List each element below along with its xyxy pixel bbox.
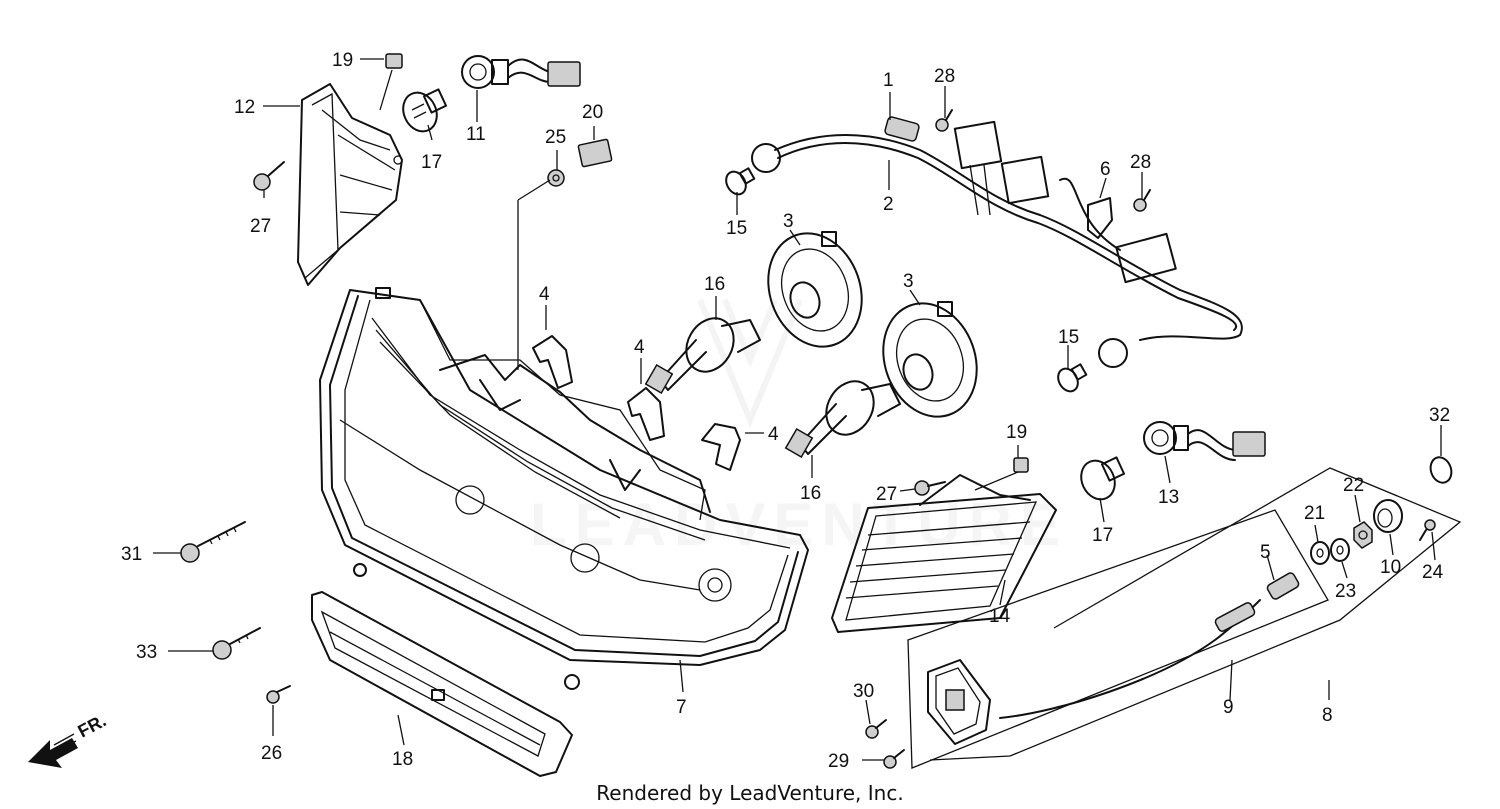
callout-33: 33 [136, 642, 157, 663]
clip-fastener [974, 457, 1029, 491]
callout-12: 12 [234, 97, 255, 118]
callout-10: 10 [1380, 557, 1401, 578]
washer [1310, 541, 1330, 565]
o-ring [1429, 456, 1453, 484]
callout-24: 24 [1422, 562, 1444, 583]
callout-27: 27 [250, 216, 271, 237]
callout-32: 32 [1429, 405, 1450, 426]
callout-25: 25 [545, 127, 566, 148]
front-direction-label: FR. [74, 710, 109, 741]
callout-27: 27 [876, 484, 897, 505]
callout-11: 11 [466, 124, 486, 145]
callout-30: 30 [853, 681, 874, 702]
clip-fastener [379, 53, 403, 111]
halogen-bulb [784, 380, 901, 459]
left-turn-signal-lens [297, 83, 403, 286]
callout-21: 21 [1304, 503, 1325, 524]
wedge-bulb [725, 167, 756, 196]
watermark-text: LEADVENTURE [530, 491, 1068, 558]
headlight-switch-housing [927, 659, 991, 745]
callout-31: 31 [121, 544, 142, 565]
wedge-bulb [1080, 456, 1126, 501]
bulb-socket-harness [1143, 421, 1266, 461]
callout-13: 13 [1158, 487, 1179, 508]
callout-16: 16 [704, 274, 725, 295]
washer [1330, 538, 1350, 562]
vent-hose [532, 335, 573, 389]
screw [935, 109, 953, 132]
clip-fastener [577, 138, 613, 168]
screw [883, 749, 905, 769]
callout-28: 28 [1130, 152, 1151, 173]
callout-19: 19 [1006, 422, 1027, 443]
callout-4: 4 [768, 424, 779, 445]
screw [914, 480, 946, 496]
vent-hose [701, 423, 741, 471]
callout-17: 17 [1092, 525, 1113, 546]
callout-6: 6 [1100, 159, 1111, 180]
screw [253, 161, 285, 191]
callout-17: 17 [421, 152, 442, 173]
callout-20: 20 [582, 102, 603, 123]
callout-15: 15 [726, 218, 747, 239]
callout-15: 15 [1058, 327, 1079, 348]
callout-2: 2 [883, 194, 894, 215]
callout-9: 9 [1223, 697, 1234, 718]
bolt [180, 521, 246, 563]
render-credit: Rendered by LeadVenture, Inc. [596, 781, 903, 805]
callout-29: 29 [828, 751, 849, 772]
callout-1: 1 [883, 70, 894, 91]
bulb-socket-harness [461, 55, 581, 89]
callout-23: 23 [1335, 581, 1356, 602]
screw [865, 719, 887, 739]
screw [1419, 519, 1436, 541]
watermark-logo: LEADVENTURE [530, 298, 1068, 558]
callout-4: 4 [539, 284, 550, 305]
callout-16: 16 [800, 483, 821, 504]
dust-cover [767, 231, 863, 348]
sub-assembly-frame [907, 467, 1462, 769]
wedge-bulb [402, 88, 448, 133]
callout-28: 28 [934, 66, 955, 87]
dust-cover [882, 301, 978, 418]
adjuster-cable [999, 599, 1261, 719]
adjuster-knob [1266, 572, 1300, 600]
callout-labels: 1 2 3 3 4 4 4 5 6 7 8 9 10 11 12 13 14 1… [121, 50, 1450, 772]
harness-clamp [884, 116, 920, 142]
callout-22: 22 [1343, 475, 1364, 496]
callout-19: 19 [332, 50, 353, 71]
screw [1133, 189, 1151, 212]
knob-cap [1373, 499, 1403, 533]
nut [1353, 521, 1373, 549]
wiring-harness [751, 120, 1243, 368]
callout-4: 4 [634, 337, 645, 358]
halogen-bulb [644, 317, 761, 395]
callout-26: 26 [261, 743, 282, 764]
grommet [547, 169, 565, 187]
callout-5: 5 [1260, 542, 1271, 563]
callout-7: 7 [676, 697, 687, 718]
bolt [212, 627, 261, 660]
vent-hose [627, 387, 665, 441]
wedge-bulb [1057, 363, 1088, 393]
screw [266, 685, 291, 704]
callout-3: 3 [903, 271, 914, 292]
callout-14: 14 [989, 606, 1011, 627]
clip-fastener [1087, 197, 1113, 239]
front-direction-arrow: FR. [28, 710, 109, 768]
callout-18: 18 [392, 749, 413, 770]
headlight-unit [319, 287, 809, 690]
leader-lines [153, 58, 1442, 761]
callout-8: 8 [1322, 705, 1333, 726]
lower-garnish-panel [311, 591, 573, 777]
right-turn-signal-lens [831, 474, 1057, 633]
callout-3: 3 [783, 211, 794, 232]
